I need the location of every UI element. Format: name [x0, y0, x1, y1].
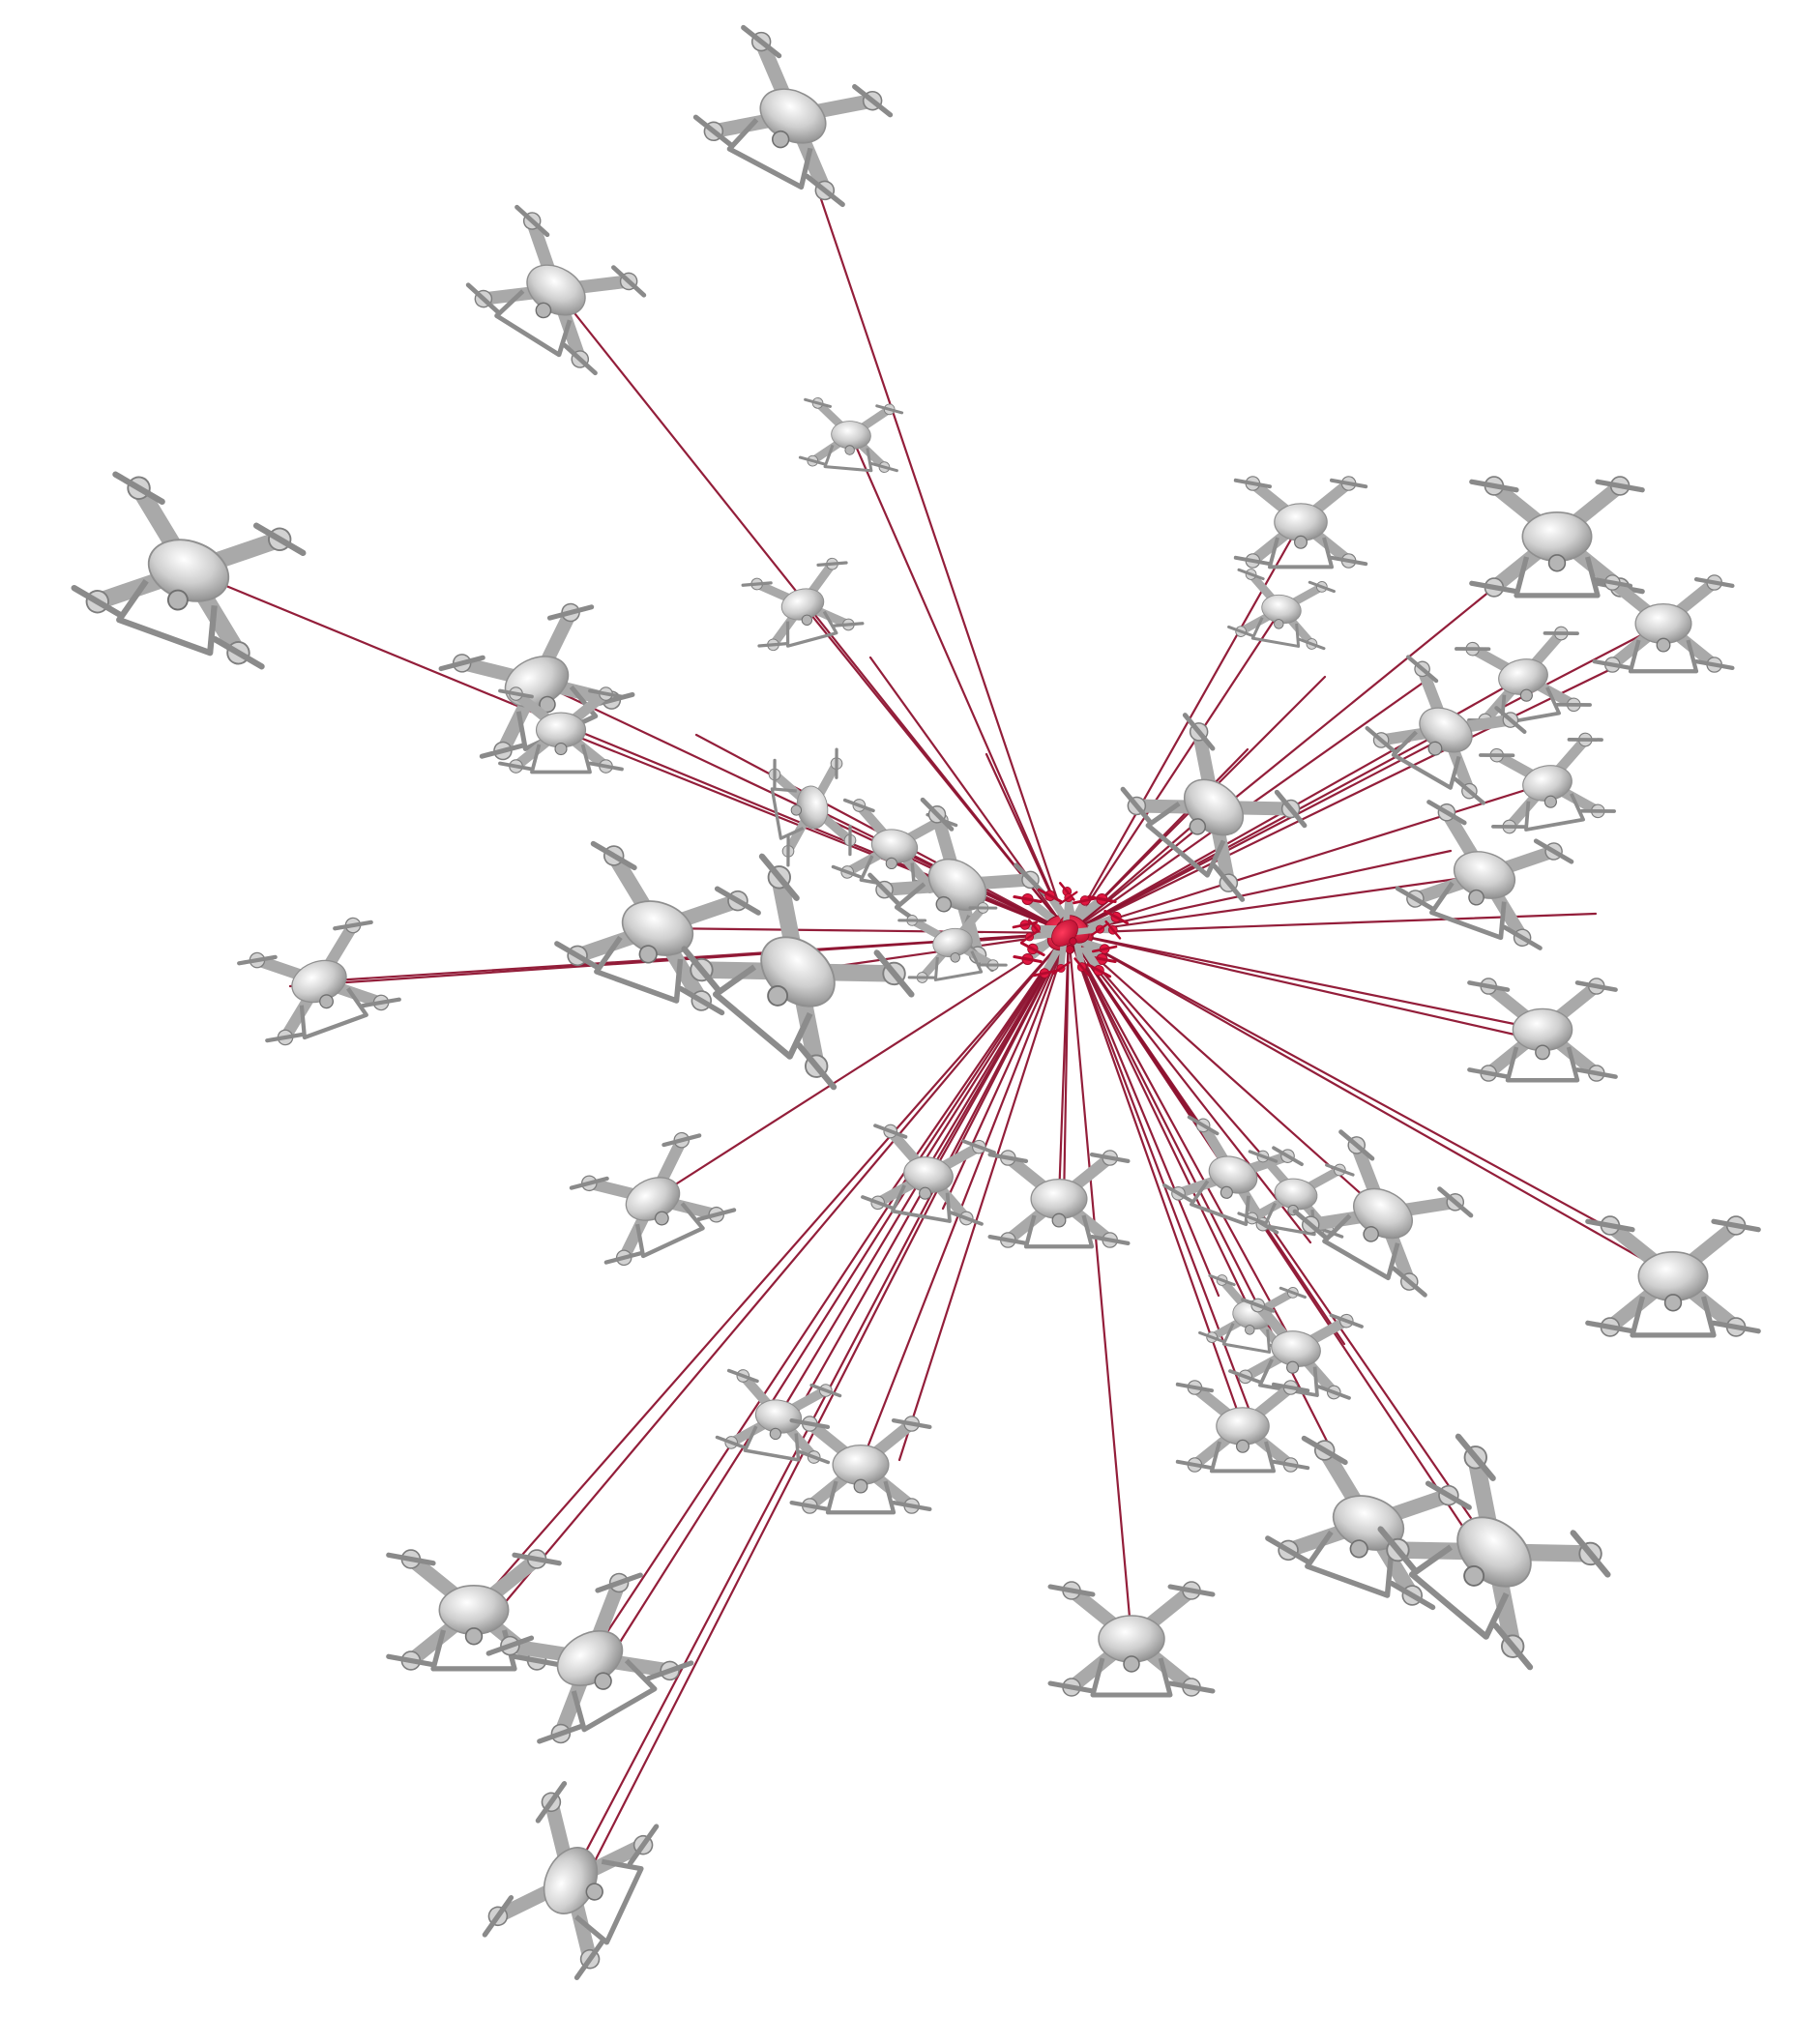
- ray-line: [1067, 931, 1559, 1046]
- ray-line: [1067, 931, 1245, 1428]
- ray-line: [651, 931, 1071, 1201]
- drone-icon: [1237, 1150, 1355, 1239]
- ray-line: [888, 931, 1071, 1196]
- hub-drone-icon: [1019, 891, 1110, 976]
- drone-icon: [1585, 1215, 1761, 1338]
- drone-icon: [237, 917, 401, 1046]
- ray-lines: [187, 114, 1675, 1883]
- drone-icon: [1365, 655, 1527, 805]
- drone-icon: [1455, 626, 1592, 728]
- ray-line: [1067, 622, 1665, 935]
- drone-icon: [897, 902, 1008, 983]
- ray-line: [1067, 931, 1254, 1317]
- drone-icon: [1233, 476, 1368, 569]
- drone-icon: [1377, 1433, 1611, 1671]
- ray-line: [1067, 607, 1283, 935]
- ray-line: [1067, 931, 1133, 1641]
- ray-line: [859, 931, 1071, 1467]
- ray-line: [941, 931, 1071, 1211]
- drone-icon: [768, 747, 857, 867]
- drone-icon: [798, 397, 904, 473]
- drone-icon: [1469, 476, 1645, 599]
- ray-line: [1067, 728, 1448, 935]
- ray-line: [1067, 931, 1312, 1244]
- ray-line: [1067, 535, 1559, 935]
- drone-icon: [1227, 568, 1336, 651]
- drone-icon: [1265, 1435, 1472, 1611]
- ray-line: [1067, 931, 1496, 1554]
- drone-icon: [692, 24, 894, 208]
- center-hub: [1012, 882, 1130, 978]
- ray-line: [1067, 849, 1453, 935]
- ray-line: [593, 931, 1071, 1863]
- ray-line: [1067, 781, 1549, 935]
- ray-line: [897, 931, 1071, 1462]
- drone-icon: [386, 1549, 562, 1672]
- drone-icon: [715, 1368, 842, 1465]
- drone-icon: [867, 797, 1047, 973]
- drone-icon: [1292, 1129, 1474, 1298]
- ray-line: [501, 931, 1071, 1607]
- ray-line: [1067, 931, 1646, 1249]
- drone-icon: [485, 1572, 694, 1744]
- ray-line: [1067, 931, 1544, 1032]
- ray-line: [1067, 931, 1220, 1298]
- drone-icon: [987, 1150, 1131, 1249]
- ray-line: [1067, 873, 1486, 935]
- ray-line: [569, 931, 1071, 1883]
- ray-line: [656, 926, 1071, 935]
- drone-icon: [681, 853, 915, 1091]
- drone-icon: [831, 798, 958, 894]
- ray-line: [791, 114, 1071, 935]
- drone-icon: [71, 471, 307, 670]
- ray-line: [1067, 931, 1298, 1351]
- drone-icon: [1479, 732, 1616, 834]
- drone-icon: [1175, 1380, 1310, 1474]
- drone-icon: [861, 1124, 996, 1226]
- ray-line: [472, 931, 1071, 1612]
- drone-icon: [569, 1131, 737, 1267]
- ray-line: [1062, 931, 1071, 1206]
- ray-line: [1067, 931, 1298, 1196]
- ray-line: [588, 931, 1071, 1660]
- drone-icon: [789, 1416, 932, 1515]
- drone-icon: [554, 840, 761, 1016]
- drone-icon: [498, 686, 624, 774]
- drone-icon: [482, 1781, 660, 1980]
- ray-line: [1067, 931, 1370, 1525]
- drone-icon: [1467, 978, 1618, 1083]
- drone-icon: [1047, 1581, 1216, 1698]
- ray-line: [1067, 665, 1617, 935]
- drone-icon: [1592, 574, 1735, 674]
- drone-icon: [1395, 800, 1574, 950]
- drone-cloud: [71, 24, 1761, 1980]
- ray-line: [1067, 931, 1675, 1278]
- drone-icon: [741, 557, 865, 652]
- ray-line: [1067, 931, 1259, 1433]
- ray-line: [617, 931, 1071, 1646]
- drone-icon: [1120, 713, 1308, 902]
- drone-icon: [465, 204, 647, 376]
- ray-line: [849, 433, 1071, 935]
